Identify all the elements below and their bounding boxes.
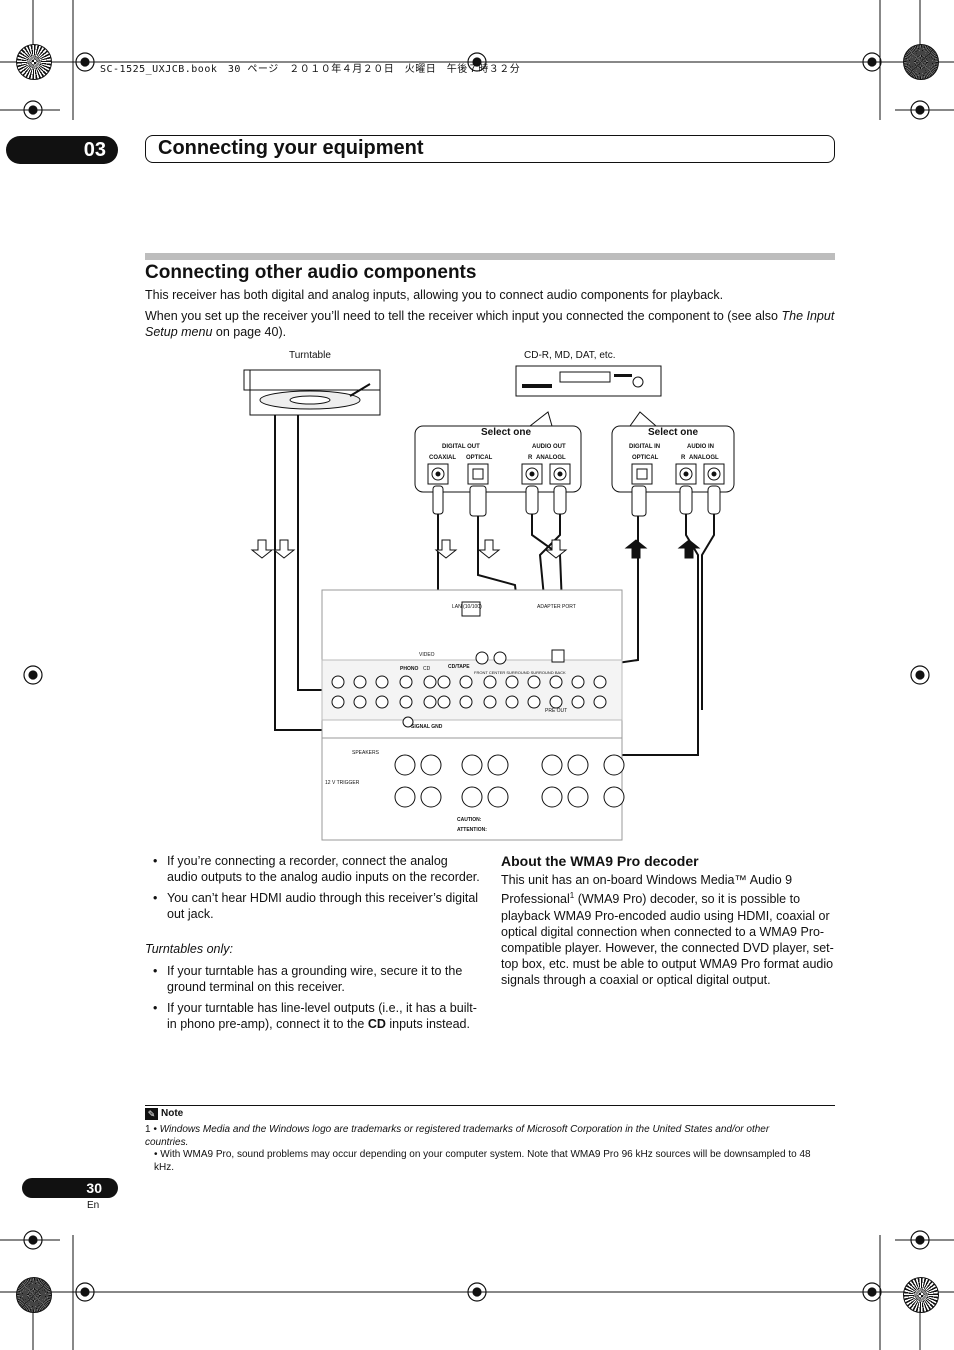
note-line-1: 1 • Windows Media and the Windows logo a… [145, 1124, 770, 1148]
bullet-list-turntable: If your turntable has a grounding wire, … [145, 963, 480, 1037]
chapter-title: Connecting your equipment [158, 137, 424, 159]
chapter-number: 03 [6, 136, 118, 164]
l-label: L [562, 455, 566, 461]
note-rule [145, 1105, 835, 1106]
lan-label: LAN (10/100) [452, 604, 482, 610]
audio-in-label: AUDIO IN [687, 444, 714, 450]
receiver-rear-panel [321, 589, 625, 841]
video-label: VIDEO [419, 652, 435, 658]
pre-out-label: PRE OUT [545, 708, 568, 714]
page-language: En [87, 1200, 100, 1211]
list-item: If your turntable has a grounding wire, … [145, 963, 480, 995]
registration-sunburst [903, 44, 939, 80]
recorder-illustration [515, 365, 662, 397]
trigger-label: 12 V TRIGGER [325, 780, 360, 786]
note-line-2: • With WMA9 Pro, sound problems may occu… [154, 1149, 811, 1173]
optical-label: OPTICAL [466, 455, 493, 461]
optical-in-label: OPTICAL [632, 455, 659, 461]
coaxial-label: COAXIAL [429, 455, 456, 461]
analog-in-label: ANALOG [689, 455, 715, 461]
connection-diagram [243, 365, 735, 841]
section-title: Connecting other audio components [145, 262, 477, 283]
analog-label: ANALOG [536, 455, 562, 461]
note-label: Note [161, 1108, 184, 1119]
note-icon: ✎ [145, 1108, 158, 1120]
intro-paragraph: This receiver has both digital and analo… [145, 288, 724, 302]
recorder-label: CD-R, MD, DAT, etc. [524, 350, 616, 361]
speakers-label: SPEAKERS [352, 750, 379, 756]
select-one-right: Select one [648, 427, 699, 438]
cd-tape-label: CD/TAPE [448, 664, 470, 670]
list-item: If your turntable has line-level outputs… [145, 1000, 480, 1032]
front-labels: FRONT CENTER SURROUND SURROUND BACK [474, 670, 566, 675]
adapter-port-label: ADAPTER PORT [537, 604, 576, 610]
turntable-label: Turntable [289, 350, 331, 361]
chapter-title-box [145, 135, 835, 163]
turntables-heading: Turntables only: [145, 942, 234, 956]
digital-out-label: DIGITAL OUT [442, 444, 480, 450]
print-header: SC-1525_UXJCB.book 30 ページ ２０１０年４月２０日 火曜日… [100, 64, 521, 75]
attention-label: ATTENTION: [457, 827, 487, 833]
bullet-list-recorder: If you’re connecting a recorder, connect… [145, 853, 480, 927]
list-item: If you’re connecting a recorder, connect… [145, 853, 480, 885]
digital-in-label: DIGITAL IN [629, 444, 661, 450]
registration-sunburst [16, 1277, 52, 1313]
intro-paragraph-2: When you set up the receiver you’ll need… [145, 309, 835, 339]
registration-sunburst [16, 44, 52, 80]
r-in-label: R [681, 455, 686, 461]
phono-label: PHONO [400, 666, 419, 672]
page-number: 30 [22, 1178, 118, 1198]
list-item: You can’t hear HDMI audio through this r… [145, 890, 480, 922]
audio-out-label: AUDIO OUT [532, 444, 566, 450]
r-label: R [528, 455, 533, 461]
caution-label: CAUTION: [457, 817, 482, 823]
turntable-illustration [243, 369, 381, 416]
signal-gnd-label: SIGNAL GND [411, 724, 443, 730]
cd-label: CD [423, 666, 431, 672]
section-rule [145, 253, 835, 260]
wma9-heading: About the WMA9 Pro decoder [501, 853, 699, 869]
wma9-paragraph: This unit has an on-board Windows Media™… [501, 873, 834, 988]
registration-sunburst [903, 1277, 939, 1313]
l-in-label: L [715, 455, 719, 461]
select-one-left: Select one [481, 427, 532, 438]
